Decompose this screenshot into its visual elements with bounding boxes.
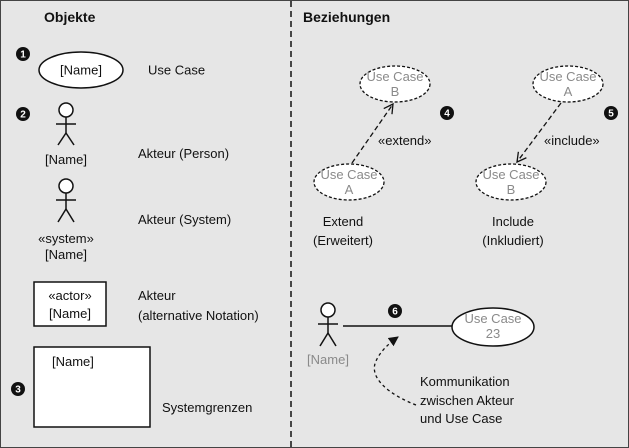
use-case-shape-name: [Name] — [60, 63, 102, 78]
actor-person-name: [Name] — [45, 152, 87, 167]
include-source-line2: A — [564, 84, 573, 99]
marker-3: 3 — [11, 382, 25, 396]
include-target-use-case — [475, 163, 547, 201]
comm-note-line1: Kommunikation — [420, 374, 510, 389]
extend-target-use-case — [359, 65, 431, 103]
actor-system-stereotype: «system» — [38, 231, 94, 246]
extend-caption-2: (Erweitert) — [313, 233, 373, 248]
extend-source-line1: Use Case — [320, 167, 377, 182]
use-case-shape — [38, 51, 124, 89]
svg-text:1: 1 — [20, 50, 26, 61]
comm-use-case-line1: Use Case — [464, 311, 521, 326]
extend-caption-1: Extend — [323, 214, 363, 229]
actor-system-icon — [56, 178, 76, 223]
include-target-line2: B — [507, 182, 516, 197]
marker-1: 1 — [16, 47, 30, 61]
actor-system-name: [Name] — [45, 247, 87, 262]
svg-text:4: 4 — [444, 109, 450, 120]
extend-stereotype: «extend» — [378, 133, 432, 148]
include-stereotype: «include» — [544, 133, 600, 148]
marker-2: 2 — [16, 107, 30, 121]
actor-system-label: Akteur (System) — [138, 212, 231, 227]
comm-note-line2: zwischen Akteur — [420, 393, 515, 408]
svg-text:5: 5 — [608, 109, 614, 120]
actor-alt-stereotype: «actor» — [48, 288, 91, 303]
comm-use-case — [451, 307, 535, 347]
svg-text:3: 3 — [15, 385, 21, 396]
extend-arrow — [351, 102, 394, 164]
actor-alt-label-2: (alternative Notation) — [138, 308, 259, 323]
extend-source-line2: A — [345, 182, 354, 197]
actor-person-label: Akteur (Person) — [138, 146, 229, 161]
actor-alt-label-1: Akteur — [138, 288, 176, 303]
actor-alt-box — [33, 281, 107, 327]
use-case-label: Use Case — [148, 63, 205, 78]
marker-5: 5 — [604, 106, 618, 120]
include-caption-2: (Inkludiert) — [482, 233, 543, 248]
actor-alt-name: [Name] — [49, 306, 91, 321]
heading-beziehungen: Beziehungen — [303, 9, 390, 25]
system-boundary-box — [33, 346, 151, 428]
svg-text:6: 6 — [392, 307, 398, 318]
comm-actor-icon — [318, 302, 338, 347]
include-arrow — [516, 102, 562, 164]
comm-note-line3: und Use Case — [420, 411, 502, 426]
comm-actor-name: [Name] — [307, 352, 349, 367]
extend-target-line1: Use Case — [366, 69, 423, 84]
heading-objekte: Objekte — [44, 9, 96, 25]
extend-source-use-case — [313, 163, 385, 201]
actor-person-icon — [56, 102, 76, 146]
extend-target-line2: B — [391, 84, 400, 99]
marker-4: 4 — [440, 106, 454, 120]
include-source-line1: Use Case — [539, 69, 596, 84]
comm-use-case-line2: 23 — [486, 326, 500, 341]
system-boundary-label: Systemgrenzen — [162, 400, 252, 415]
include-source-use-case — [532, 65, 604, 103]
include-caption-1: Include — [492, 214, 534, 229]
system-boundary-name: [Name] — [52, 354, 94, 369]
marker-6: 6 — [388, 304, 402, 318]
svg-text:2: 2 — [20, 110, 26, 121]
include-target-line1: Use Case — [482, 167, 539, 182]
